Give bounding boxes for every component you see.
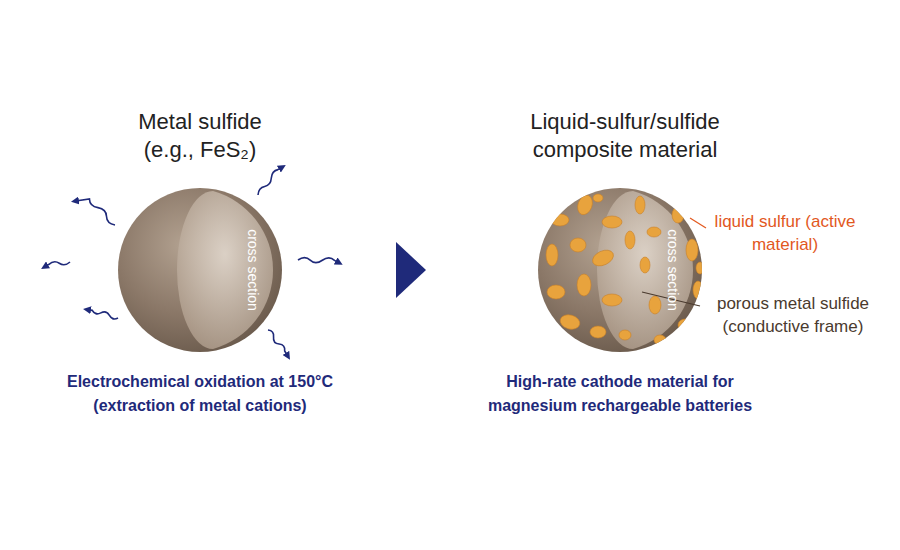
caption-text: Electrochemical oxidation at 150°C (extr… <box>35 370 365 418</box>
cross-section-label: cross section <box>245 229 261 311</box>
process-arrow <box>396 242 426 298</box>
cation-arrows <box>44 166 341 357</box>
sphere-heading: Metal sulfide (e.g., FeS₂) <box>115 108 285 164</box>
caption-text: High-rate cathode material for magnesium… <box>465 370 775 418</box>
cross-section-label: cross section <box>665 229 681 311</box>
callout-label: porous metal sulfide (conductive frame) <box>703 292 883 338</box>
callout-label: liquid sulfur (active material) <box>710 210 860 256</box>
sphere-node: Metal sulfide (e.g., FeS₂)cross section <box>118 188 282 352</box>
sphere-heading: Liquid-sulfur/sulfide composite material <box>500 108 750 164</box>
leader-line <box>690 218 706 228</box>
sphere-node: Liquid-sulfur/sulfide composite material… <box>538 188 702 352</box>
metal-sulfide-sphere <box>118 188 282 352</box>
composite-sphere <box>538 188 704 352</box>
